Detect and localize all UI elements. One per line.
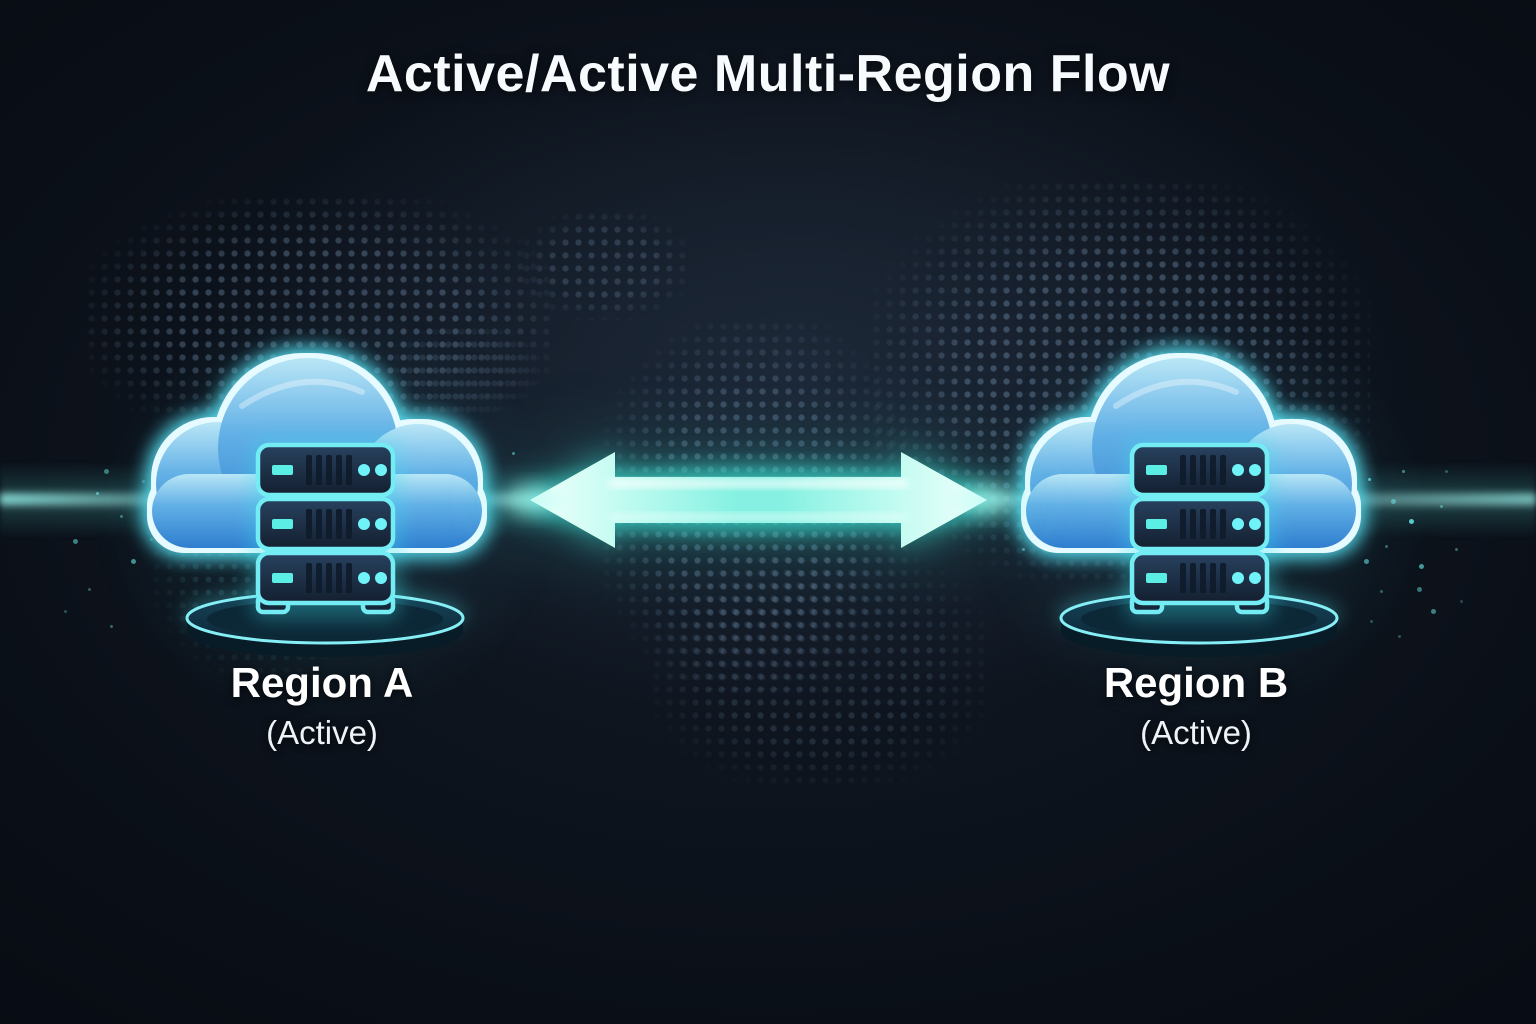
region-b-label: Region B (Active) — [1004, 659, 1388, 752]
diagram-title: Active/Active Multi-Region Flow — [365, 45, 1171, 103]
sparkle-particles — [0, 0, 3, 3]
region-a-status: (Active) — [266, 714, 378, 752]
world-map-dots — [390, 325, 540, 415]
region-b-name: Region B — [1103, 659, 1289, 706]
bidirectional-arrow-icon — [504, 452, 1013, 548]
cloud-server-icon — [130, 348, 510, 678]
region-a-label: Region A (Active) — [130, 659, 514, 752]
region-b-status: (Active) — [1140, 714, 1252, 752]
cloud-server-icon — [1004, 348, 1384, 678]
world-map-dots — [520, 210, 690, 320]
region-a-name: Region A — [230, 659, 414, 706]
world-map-dots — [650, 540, 990, 790]
